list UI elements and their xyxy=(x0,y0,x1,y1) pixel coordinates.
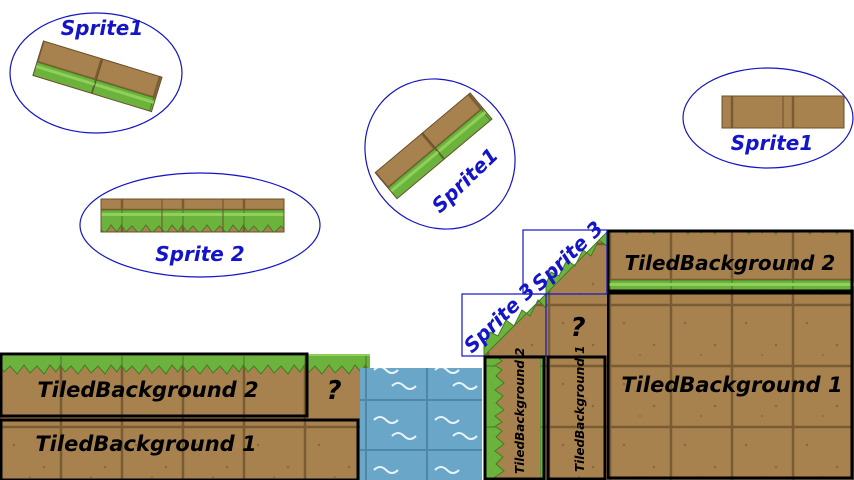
sprite2-tiles xyxy=(100,198,285,233)
tiled-background-1-right-box xyxy=(606,291,854,480)
sprite1-right-label: Sprite1 xyxy=(731,131,813,155)
vertical-dirt-column xyxy=(547,356,606,480)
left-dirt-row xyxy=(0,419,360,480)
tiled-background-1-right-label: TiledBackground 1 xyxy=(621,373,842,397)
right-dirt-block xyxy=(607,292,854,480)
tiled-background-2-right-box xyxy=(606,229,854,293)
water-block xyxy=(360,368,482,480)
sprite1-topleft-label: Sprite1 xyxy=(61,16,143,40)
tiled-background-2-left-box xyxy=(0,352,309,418)
tiled-background-2-left-label: TiledBackground 2 xyxy=(37,378,258,402)
tiled-background-2-right-label: TiledBackground 2 xyxy=(625,251,836,275)
sprite1-center-group: Sprite1 xyxy=(364,78,516,230)
sprite3-upper-box xyxy=(522,229,608,295)
sprite1-topleft-ellipse xyxy=(9,12,183,134)
sprite1-right-group: Sprite1 xyxy=(682,67,854,169)
unknown-slope-mark: ? xyxy=(570,313,585,343)
left-ground: TiledBackground 2 ? TiledBackground 1 xyxy=(0,352,370,480)
tiled-background-2-vertical-box xyxy=(483,355,546,480)
tiled-background-1-left-label: TiledBackground 1 xyxy=(35,432,256,456)
sprite2-group: Sprite 2 xyxy=(79,172,321,278)
sprite1-topleft-group: Sprite1 xyxy=(9,12,183,134)
tiled-background-1-vertical-box xyxy=(546,355,607,480)
tiled-background-1-vertical-label: TiledBackground 1 xyxy=(573,346,587,472)
sprite2-label: Sprite 2 xyxy=(155,242,244,266)
tiled-background-1-left-box xyxy=(0,418,360,480)
sprite2-ellipse xyxy=(79,172,321,278)
sprite1-center-ellipse xyxy=(364,78,516,230)
unknown-left-mark: ? xyxy=(326,376,341,406)
tiled-background-2-vertical-label: TiledBackground 2 xyxy=(513,348,527,474)
sprite1-right-ellipse xyxy=(682,67,854,169)
right-structure: TiledBackground 2 TiledBackground 1 Spri… xyxy=(459,216,854,480)
vertical-grass-column xyxy=(484,356,544,480)
right-grass-row xyxy=(607,230,854,292)
